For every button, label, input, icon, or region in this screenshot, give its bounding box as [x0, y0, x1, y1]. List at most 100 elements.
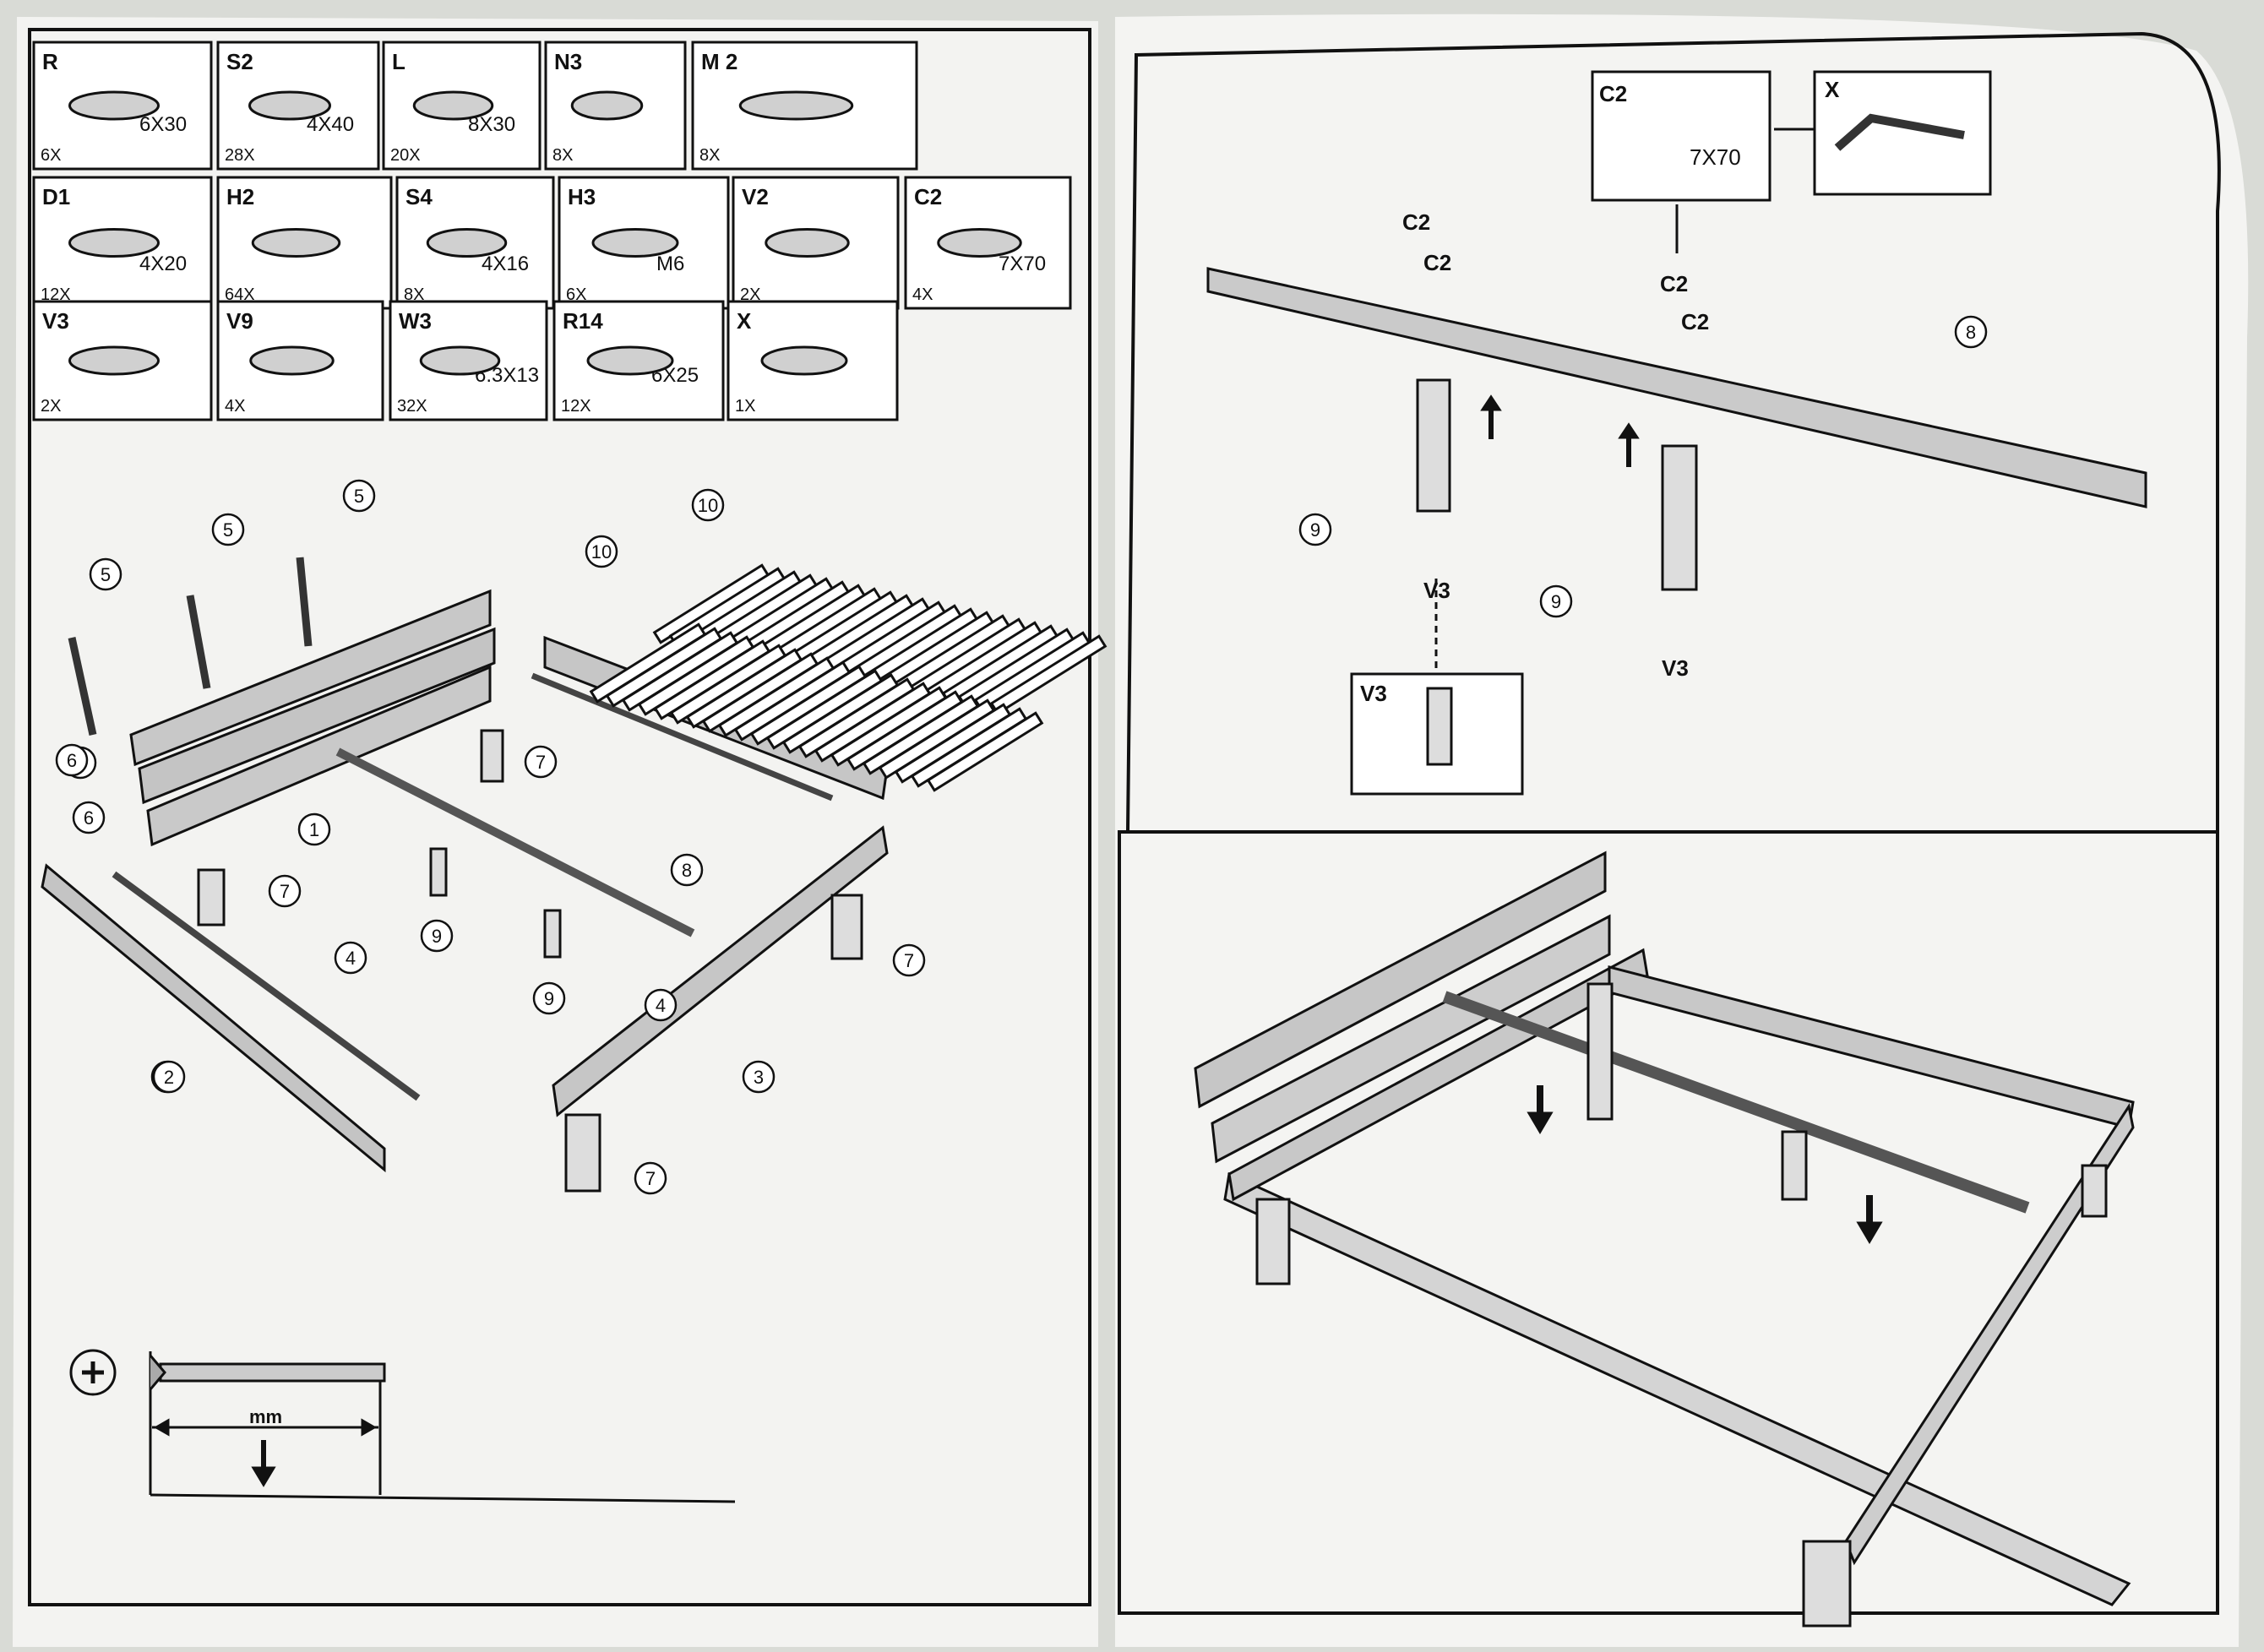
part-icon	[248, 90, 331, 121]
part-box-x: X 1X	[727, 300, 899, 421]
part-qty: 20X	[390, 146, 421, 165]
callout-5: 5	[211, 513, 245, 546]
callout-number: 9	[432, 926, 442, 947]
callout-9: 9	[420, 919, 454, 953]
callout-number: 9	[1310, 519, 1320, 541]
part-code: S2	[226, 49, 253, 74]
part-code: S4	[405, 184, 433, 209]
part-qty: 28X	[225, 146, 255, 165]
part-icon	[249, 345, 335, 376]
part-qty: 2X	[41, 397, 61, 416]
part-box-n3: N3 8X	[544, 41, 687, 171]
part-size: 4X20	[139, 253, 187, 275]
phillips-icon	[69, 1349, 117, 1396]
part-icon	[68, 345, 160, 376]
left-page-frame	[28, 28, 1091, 1606]
part-code: V2	[742, 184, 769, 209]
slat	[926, 711, 1044, 792]
callout-9: 9	[1298, 513, 1332, 546]
callout-6: 6	[72, 801, 106, 834]
part-box-v2: V2 2X	[732, 176, 900, 310]
part-qty: 8X	[552, 146, 573, 165]
callout-1: 1	[297, 812, 331, 846]
callout-6: 6	[55, 743, 89, 777]
v3-label: V3	[1423, 578, 1450, 603]
callout-number: 5	[101, 564, 111, 585]
slat-roll-10	[589, 563, 1108, 792]
callout-10: 10	[585, 535, 618, 568]
callout-number: 8	[682, 860, 692, 881]
foot-icon	[1426, 687, 1453, 766]
part-qty: 4X	[225, 397, 245, 416]
callout-number: 8	[1966, 322, 1976, 343]
part-qty: 6X	[41, 146, 61, 165]
callout-number: 2	[164, 1067, 174, 1088]
callout-9: 9	[532, 981, 566, 1015]
part-code: H3	[568, 184, 596, 209]
part-code: N3	[554, 49, 582, 74]
c2-label: C2	[1681, 309, 1709, 334]
c2-label: C2	[1660, 271, 1688, 296]
screw-measure-diagram: mm	[69, 1349, 736, 1503]
part-box-m2: M 28X	[691, 41, 918, 171]
part-qty: 8X	[404, 285, 424, 304]
callout-8: 8	[670, 853, 704, 887]
slat	[989, 634, 1108, 715]
right-bottom-panel	[1118, 830, 2219, 1615]
part-code: R	[42, 49, 58, 74]
callout-7: 7	[268, 874, 302, 908]
callout-5: 5	[89, 557, 122, 591]
callout-number: 9	[1551, 591, 1561, 612]
assembled-bed-drawing	[1194, 850, 2135, 1628]
part-box-v9: V9 4X	[216, 300, 384, 421]
part-icon	[251, 228, 341, 258]
part-icon	[412, 90, 494, 121]
part-code: L	[392, 49, 405, 74]
part-code: V9	[226, 308, 253, 334]
part-code: W3	[399, 308, 432, 334]
part-icon	[591, 228, 679, 258]
v3-label: V3	[1662, 655, 1689, 681]
part-code: C2	[1599, 81, 1627, 106]
right-top-panel	[1125, 31, 2221, 834]
callout-7: 7	[524, 745, 558, 779]
part-size: 7X70	[999, 253, 1046, 275]
beam-legs-drawing	[1206, 128, 2147, 671]
part-qty: 2X	[740, 285, 760, 304]
callout-number: 4	[346, 948, 356, 969]
part-qty: 6X	[566, 285, 586, 304]
part-code: X	[737, 308, 752, 334]
part-icon	[937, 228, 1022, 258]
callout-4: 4	[334, 941, 367, 975]
c2-label: C2	[1402, 209, 1430, 235]
part-code: R14	[563, 308, 603, 334]
part-icon	[738, 90, 854, 121]
callout-number: 1	[309, 819, 319, 840]
callout-10: 10	[691, 488, 725, 522]
callout-number: 4	[656, 995, 666, 1016]
part-qty: 8X	[699, 146, 720, 165]
callout-number: 9	[544, 988, 554, 1009]
part-code: H2	[226, 184, 254, 209]
part-qty: 1X	[735, 397, 755, 416]
part-code: X	[1825, 77, 1840, 102]
hex-key-icon	[1834, 113, 1965, 151]
callout-number: 10	[698, 495, 718, 516]
left-callouts: 55551010661742879947237	[55, 479, 926, 1195]
callout-number: 6	[84, 807, 94, 829]
callout-5: 5	[342, 479, 376, 513]
c2-label: C2	[1423, 250, 1451, 275]
part-icon	[586, 345, 674, 376]
callout-number: 7	[645, 1168, 656, 1189]
part-icon	[765, 228, 850, 258]
